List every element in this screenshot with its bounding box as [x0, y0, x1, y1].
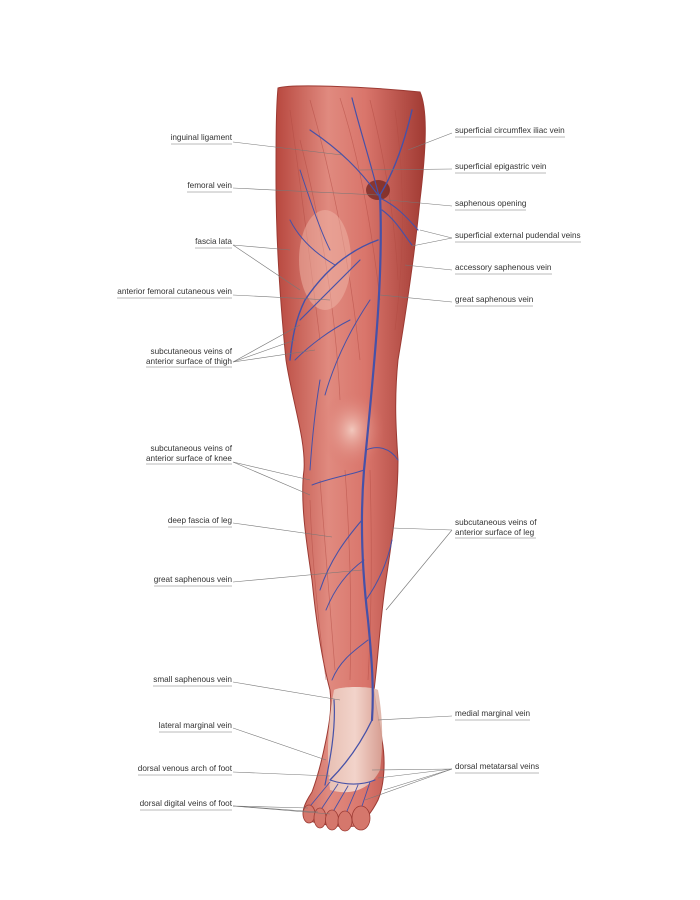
label-accessory-saphenous-vein: accessory saphenous vein: [455, 263, 552, 272]
label-superficial-external-pudendal-veins: superficial external pudendal veins: [455, 231, 581, 240]
label-medial-marginal-vein: medial marginal vein: [455, 709, 531, 718]
label-subcutaneous-veins-knee: subcutaneous veins of anterior surface o…: [145, 444, 232, 463]
label-inguinal-ligament: inguinal ligament: [170, 133, 232, 142]
ankle-tendons: [327, 687, 383, 793]
label-superficial-epigastric-vein: superficial epigastric vein: [455, 162, 547, 171]
knee-highlight: [320, 390, 384, 470]
label-subcutaneous-veins-leg: subcutaneous veins of anterior surface o…: [455, 518, 537, 537]
label-great-saphenous-vein-leg: great saphenous vein: [153, 575, 232, 584]
label-fascia-lata: fascia lata: [195, 237, 232, 246]
label-dorsal-metatarsal-veins: dorsal metatarsal veins: [455, 762, 540, 771]
label-small-saphenous-vein: small saphenous vein: [153, 675, 232, 684]
label-subcutaneous-veins-thigh: subcutaneous veins of anterior surface o…: [145, 347, 232, 366]
label-superficial-circumflex-iliac-vein: superficial circumflex iliac vein: [455, 126, 565, 135]
label-deep-fascia-of-leg: deep fascia of leg: [167, 516, 232, 525]
label-femoral-vein: femoral vein: [187, 181, 232, 190]
thigh-highlight: [299, 210, 351, 310]
label-dorsal-digital-veins: dorsal digital veins of foot: [139, 799, 232, 808]
leader-lines-left: [232, 141, 379, 815]
leader-lines-right: [359, 132, 453, 801]
label-saphenous-opening: saphenous opening: [455, 199, 527, 208]
veins: [289, 97, 419, 812]
label-anterior-femoral-cutaneous-vein: anterior femoral cutaneous vein: [117, 287, 232, 296]
label-lateral-marginal-vein: lateral marginal vein: [158, 721, 232, 730]
label-great-saphenous-vein-thigh: great saphenous vein: [455, 295, 534, 304]
label-dorsal-venous-arch: dorsal venous arch of foot: [137, 764, 232, 773]
toes: [302, 804, 371, 832]
